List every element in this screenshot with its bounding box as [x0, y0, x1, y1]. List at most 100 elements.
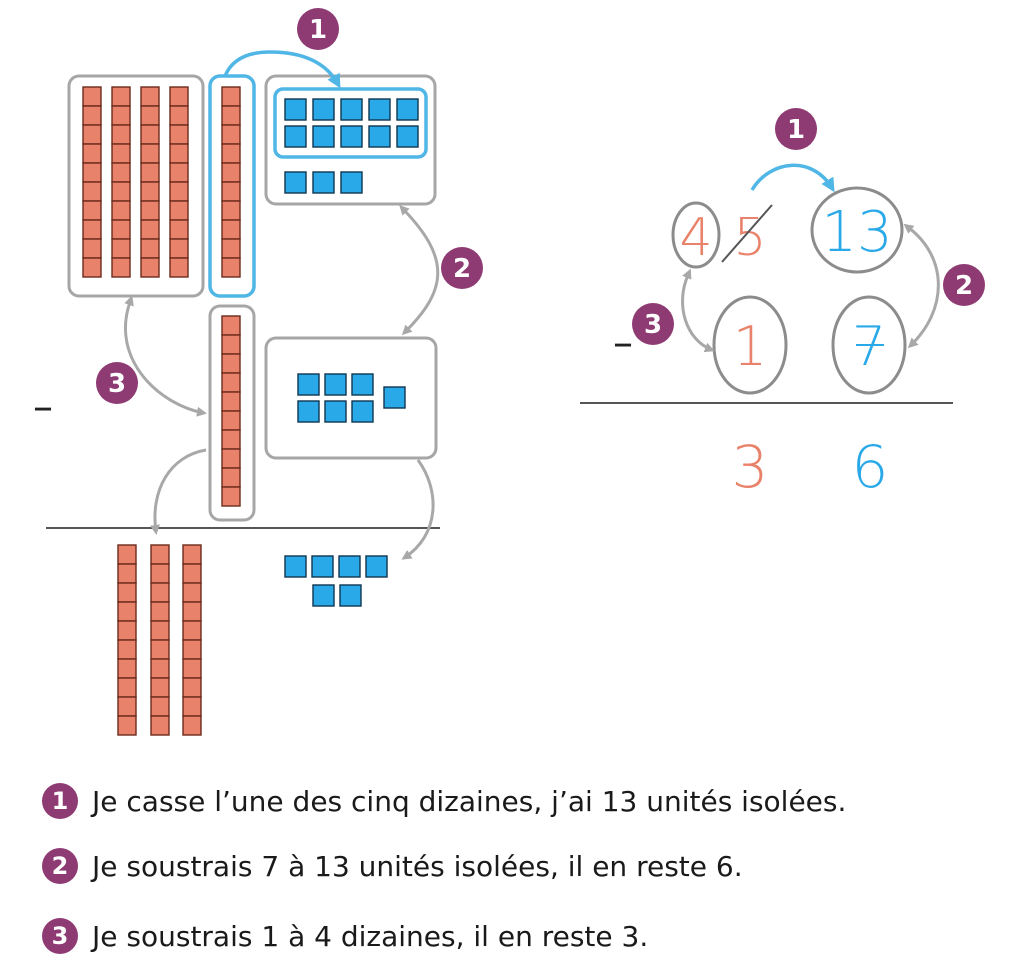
seven-unit-cubes	[297, 373, 406, 423]
ten-rod-cube	[82, 86, 102, 107]
badge-3-right-label: 3	[644, 310, 662, 340]
ten-rod-cube	[111, 181, 131, 202]
ten-rod-cube	[221, 448, 241, 469]
six-unit-cubes-result	[284, 555, 388, 607]
ten-rod-cube	[111, 238, 131, 259]
ten-rod-cube	[150, 715, 170, 736]
subtraction-illustration: – 1 2 3 4 5 13 1 7 – 3 6 1 2 3	[33, 8, 985, 736]
legend-badge-3: 3	[42, 918, 78, 954]
badge-2-right	[943, 264, 985, 306]
badge-1-right	[775, 108, 817, 150]
ten-rod-cube	[140, 124, 160, 145]
ten-rod-cube	[169, 181, 189, 202]
ten-rod-cube	[111, 162, 131, 183]
unit-cube	[340, 125, 363, 148]
arrow-down-tens	[150, 448, 207, 535]
unit-cube	[324, 373, 347, 396]
ten-rod-cube	[221, 86, 241, 107]
arrow-3-left	[123, 295, 207, 417]
ten-rod-cube	[169, 86, 189, 107]
ten-rod-cube	[82, 162, 102, 183]
unit-cube	[351, 373, 374, 396]
legend-text-2: Je soustrais 7 à 13 unités isolées, il e…	[92, 849, 743, 883]
ten-rod-cube	[182, 601, 202, 622]
ten-rod-cube	[221, 105, 241, 126]
ten-rod-cube	[169, 105, 189, 126]
ten-rod-cube	[150, 582, 170, 603]
ten-rod-cube	[221, 372, 241, 393]
ten-units-highlight	[273, 87, 428, 159]
unit-cube	[338, 555, 361, 578]
legend-text-1: Je casse l’une des cinq dizaines, j’ai 1…	[92, 784, 847, 818]
ten-rod-cube	[82, 219, 102, 240]
ten-rod-cube	[140, 257, 160, 278]
ten-rod-cube	[169, 219, 189, 240]
ten-rod-cube	[117, 563, 137, 584]
ten-rod-cube	[111, 124, 131, 145]
ten-rod-cube	[140, 181, 160, 202]
badge-3-left	[96, 362, 138, 404]
ten-rod-cube	[150, 696, 170, 717]
ten-rod-cube	[221, 486, 241, 507]
ten-rod-cube	[117, 658, 137, 679]
unit-cube	[284, 125, 307, 148]
unit-cube	[340, 171, 363, 194]
ten-rod-cube	[221, 334, 241, 355]
ten-rod-cube	[182, 544, 202, 565]
ten-rod-cube	[140, 219, 160, 240]
ten-rod-cube	[221, 219, 241, 240]
units-value: 13	[821, 200, 892, 265]
ten-rod-cube	[150, 563, 170, 584]
ten-rod-cube	[169, 238, 189, 259]
ten-rod-cube	[111, 219, 131, 240]
badge-1-left	[297, 8, 339, 50]
ten-rod-cube	[117, 696, 137, 717]
ten-rod-cube	[169, 162, 189, 183]
arrow-1-right	[750, 163, 835, 193]
unit-cube	[297, 373, 320, 396]
unit-cube	[312, 98, 335, 121]
unit-cube	[383, 386, 406, 409]
ten-rod-cube	[117, 544, 137, 565]
ten-rod-cube	[182, 639, 202, 660]
ten-rod-cube	[82, 181, 102, 202]
ten-rod-cube	[221, 200, 241, 221]
four-tens-rods	[82, 86, 189, 278]
minus-sign-left: –	[33, 384, 53, 430]
ten-rod-cube	[140, 200, 160, 221]
ten-rod-cube	[169, 143, 189, 164]
ten-rod-cube	[221, 429, 241, 450]
ten-rod-cube	[169, 200, 189, 221]
arrow-2-right	[903, 223, 940, 349]
unit-cube	[365, 555, 388, 578]
legend-badge-2: 2	[42, 848, 78, 884]
ten-rod-cube	[117, 677, 137, 698]
legend-badge-1: 1	[42, 783, 78, 819]
ten-rod-cube	[140, 143, 160, 164]
broken-ten-rod	[221, 86, 241, 278]
ten-rod-cube	[82, 257, 102, 278]
unit-cube	[284, 171, 307, 194]
ten-rod-cube	[117, 582, 137, 603]
ten-rod-cube	[111, 257, 131, 278]
ten-rod-cube	[150, 601, 170, 622]
unit-cube	[396, 125, 419, 148]
ten-rod-cube	[140, 105, 160, 126]
ten-rod-cube	[111, 86, 131, 107]
unit-cube	[368, 125, 391, 148]
ten-rod-cube	[182, 582, 202, 603]
ten-rod-cube	[221, 238, 241, 259]
ten-rod-cube	[221, 162, 241, 183]
tens-digit: 4	[679, 208, 712, 268]
three-tens-result	[117, 544, 202, 736]
badge-2-left	[441, 247, 483, 289]
legend-item-3: 3 Je soustrais 1 à 4 dizaines, il en res…	[42, 913, 1002, 959]
ten-rod-cube	[150, 620, 170, 641]
unit-cube	[311, 555, 334, 578]
arrow-3-right	[681, 268, 715, 353]
ten-rod-cube	[150, 544, 170, 565]
ten-rod-cube	[221, 181, 241, 202]
result-tens-digit: 3	[732, 433, 769, 501]
legend-item-1: 1 Je casse l’une des cinq dizaines, j’ai…	[42, 778, 1002, 824]
ten-rod-cube	[182, 563, 202, 584]
